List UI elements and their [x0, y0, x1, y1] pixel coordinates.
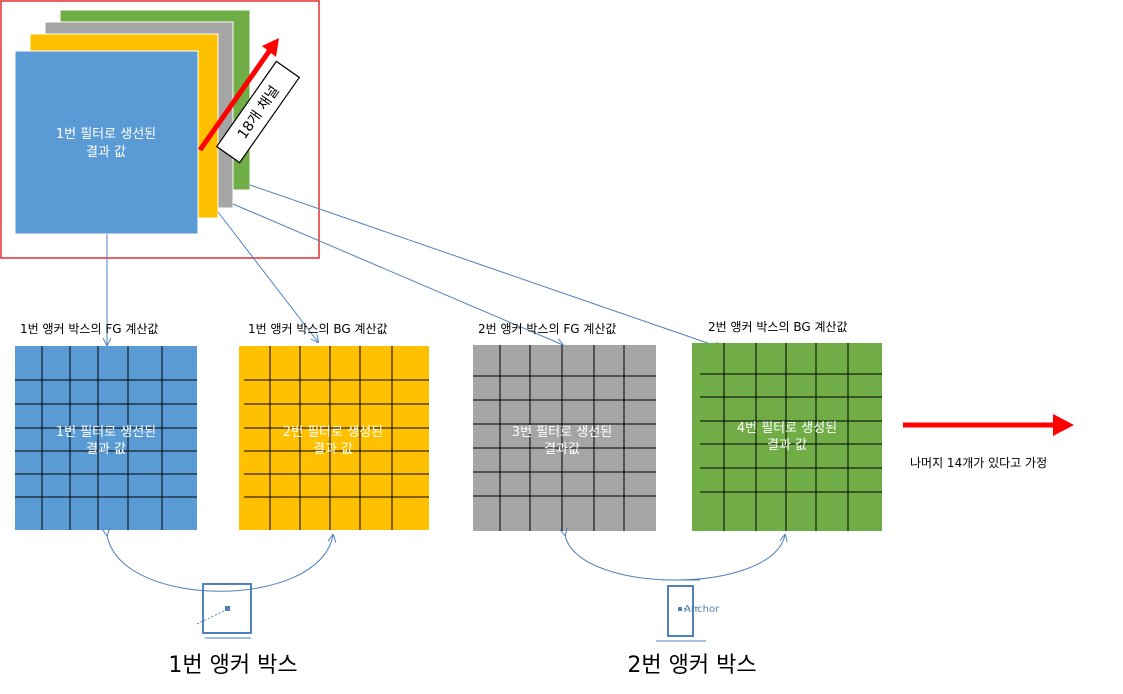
grid-3-caption: 2번 앵커 박스의 FG 계산값: [478, 322, 616, 336]
channel-direction-arrow-head: [262, 38, 279, 57]
grid-3-label-line2: 결과값: [544, 442, 580, 457]
anchor-text: Anchor: [684, 604, 720, 615]
anchor-box-1-label: 1번 앵커 박스: [168, 653, 297, 678]
remaining-arrow-head: [1053, 414, 1074, 436]
channel-direction-arrow-line: [197, 48, 273, 152]
anchor-box-1-icon: [196, 583, 252, 639]
anchor-box-2-icon: [656, 579, 706, 642]
stack-front-label-line1: 1번 필터로 생선된: [56, 127, 156, 142]
grid-2-label-line2: 결과 값: [313, 442, 353, 457]
grid-2-label-line1: 2번 필터로 생성된: [283, 425, 383, 440]
grid-1-label-line1: 1번 필터로 생선된: [56, 425, 156, 440]
grid-1: 1번 앵커 박스의 FG 계산값 1번 필터로 생선된 결과 값: [15, 322, 197, 530]
grid-3: 2번 앵커 박스의 FG 계산값 3번 필터로 생선된 결과값: [473, 322, 656, 531]
connector-to-grid-4: [249, 184, 722, 348]
grid-4-square: [692, 343, 882, 531]
remaining-note: 나머지 14개가 있다고 가정: [910, 456, 1047, 470]
grid-1-label-line2: 결과 값: [86, 442, 126, 457]
grid-2-caption: 1번 앵커 박스의 BG 계산값: [248, 322, 388, 336]
highlight-frame: [0, 0, 320, 259]
grid-3-label-line1: 3번 필터로 생선된: [512, 425, 612, 440]
pair-arc-anchor-1: [107, 535, 333, 592]
anchor-box-2-label: 2번 앵커 박스: [627, 653, 756, 678]
grid-4-label-line1: 4번 필터로 생성된: [737, 421, 837, 436]
connector-to-grid-2: [217, 211, 318, 342]
grid-4: 2번 앵커 박스의 BG 계산값 4번 필터로 생성된 결과 값: [692, 320, 882, 531]
grid-1-square: [15, 346, 197, 530]
grid-2-square: [239, 346, 429, 530]
pair-arc-anchor-2: [565, 535, 785, 581]
grid-1-caption: 1번 앵커 박스의 FG 계산값: [20, 322, 158, 336]
stack-front-label-line2: 결과 값: [86, 145, 126, 160]
stack-layer-blue: [14, 50, 199, 235]
connector-to-grid-3: [232, 203, 563, 345]
grid-2: 1번 앵커 박스의 BG 계산값 2번 필터로 생성된 결과 값: [239, 322, 429, 530]
grid-4-caption: 2번 앵커 박스의 BG 계산값: [708, 320, 848, 334]
grid-4-label-line2: 결과 값: [767, 438, 807, 453]
